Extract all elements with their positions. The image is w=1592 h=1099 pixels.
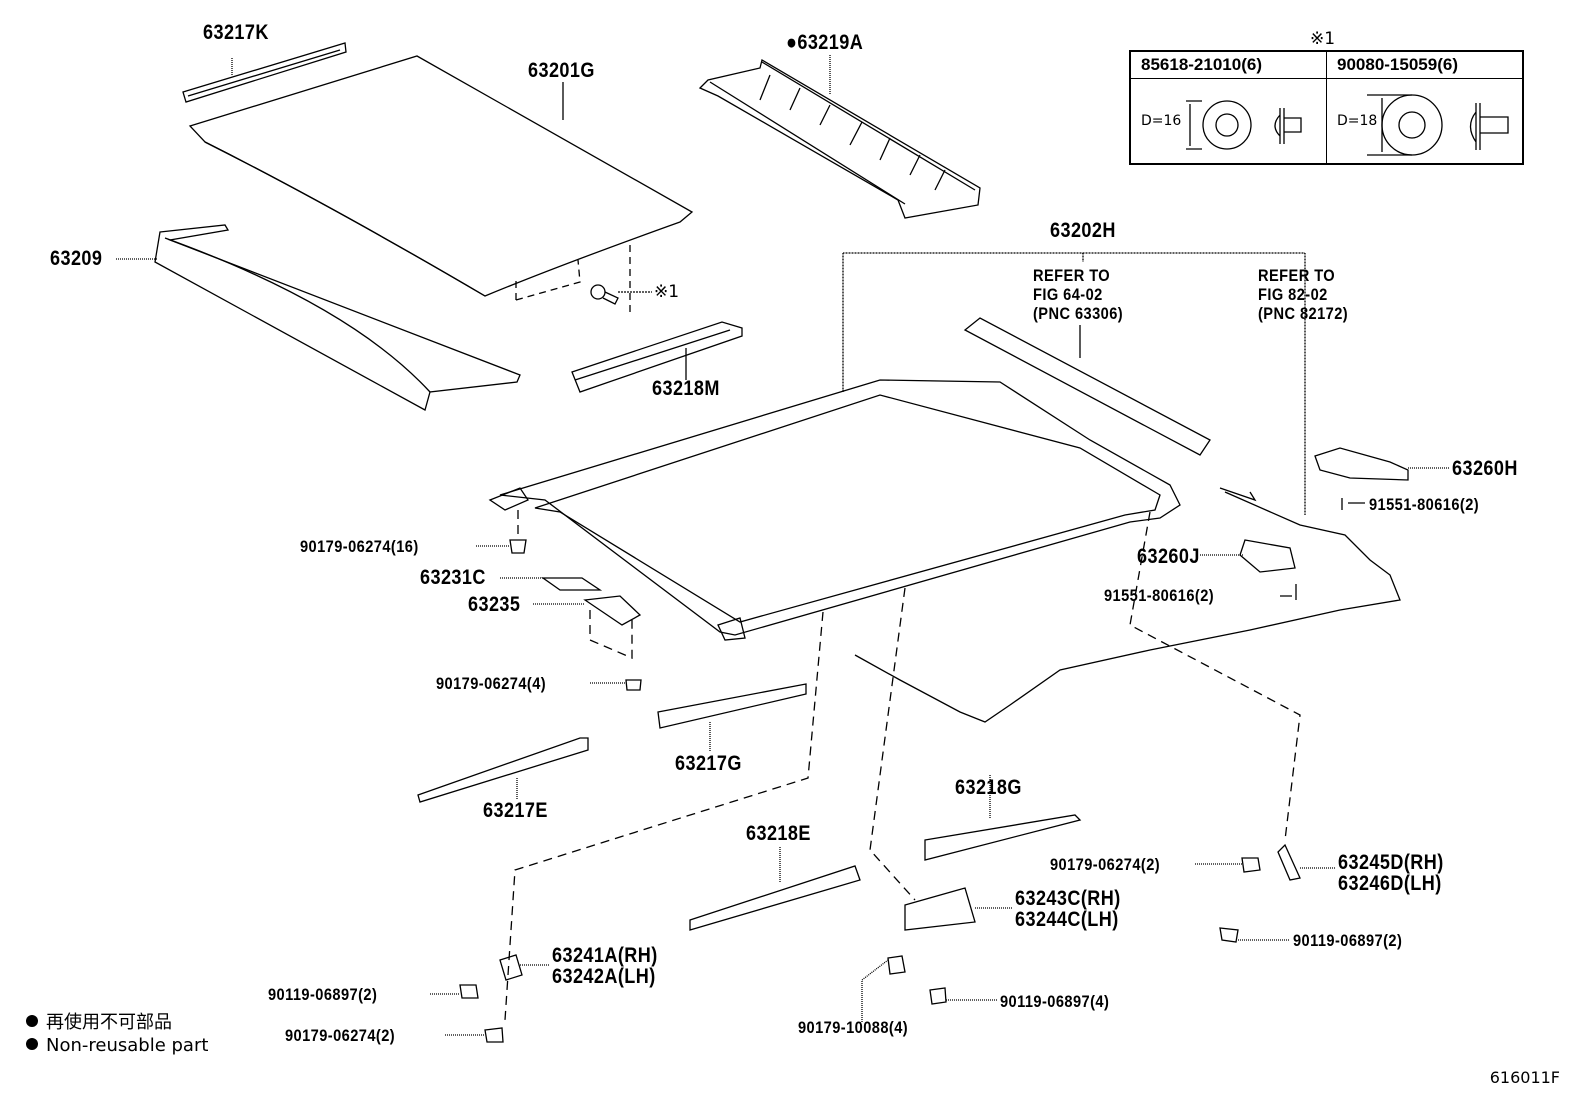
part-63260J-drawing — [1200, 539, 1297, 600]
part-label-63243C-63244C[interactable]: 63243C(RH) 63244C(LH) — [1015, 888, 1121, 930]
table-footnote-marker: ※1 — [1310, 29, 1336, 49]
part-label-63235[interactable]: 63235 — [468, 593, 521, 616]
part-63219A-drawing — [698, 58, 981, 219]
drain-cable-drawing — [854, 487, 1401, 723]
reference-line: (PNC 82172) — [1258, 304, 1349, 323]
part-63218E-drawing — [689, 865, 861, 931]
part-label-63218G[interactable]: 63218G — [955, 776, 1022, 799]
fastener-reference-table: 85618-21010(6) 90080-15059(6) D=16 D=18 — [1129, 50, 1524, 165]
part-number-rh: 63245D(RH) — [1338, 851, 1444, 874]
reference-note-fig-64-02[interactable]: REFER TO FIG 64-02 (PNC 63306) — [1033, 266, 1123, 323]
part-label-91551-80616-upper[interactable]: 91551-80616(2) — [1369, 495, 1480, 514]
part-label-63218E[interactable]: 63218E — [746, 822, 811, 845]
clip-85618-drawing — [590, 284, 619, 305]
part-label-90179-06274-4[interactable]: 90179-06274(4) — [436, 674, 547, 693]
reference-line: (PNC 63306) — [1033, 304, 1124, 323]
legend-text: 再使用不可部品 — [46, 1012, 172, 1033]
table-cell-washer-2: D=18 — [1326, 78, 1524, 165]
legend: 再使用不可部品 Non-reusable part — [26, 1011, 208, 1057]
part-label-63245D-63246D[interactable]: 63245D(RH) 63246D(LH) — [1338, 852, 1444, 894]
part-63217K-drawing — [182, 42, 347, 103]
non-reusable-icon — [26, 1038, 38, 1050]
legend-item-en: Non-reusable part — [26, 1034, 208, 1057]
footnote-marker-1: ※1 — [654, 282, 680, 302]
part-number-lh: 63244C(LH) — [1015, 908, 1119, 931]
table-header-part-2[interactable]: 90080-15059(6) — [1326, 50, 1524, 79]
table-header-part-1[interactable]: 85618-21010(6) — [1129, 50, 1327, 79]
assembly-leaders — [504, 510, 1301, 1021]
part-label-63231C[interactable]: 63231C — [420, 566, 486, 589]
reference-line: FIG 82-02 — [1258, 285, 1328, 304]
part-63260H-drawing — [1314, 447, 1450, 510]
clip-drawings — [459, 539, 1301, 1043]
part-label-63217G[interactable]: 63217G — [675, 752, 742, 775]
part-label-90179-06274-2-right[interactable]: 90179-06274(2) — [1050, 855, 1161, 874]
reference-note-fig-82-02[interactable]: REFER TO FIG 82-02 (PNC 82172) — [1258, 266, 1348, 323]
solid-leaders — [430, 545, 1336, 1036]
part-63201G-roof-panel — [188, 55, 694, 297]
part-label-63241A-63242A[interactable]: 63241A(RH) 63242A(LH) — [552, 945, 658, 987]
part-label-63260J[interactable]: 63260J — [1137, 545, 1200, 568]
roof-fastener-leaders — [515, 245, 631, 315]
part-label-90179-06274-2-left[interactable]: 90179-06274(2) — [285, 1026, 396, 1045]
non-reusable-icon — [26, 1015, 38, 1027]
part-label-90179-10088-4[interactable]: 90179-10088(4) — [798, 1018, 909, 1037]
dimension-label: D=16 — [1141, 113, 1182, 129]
legend-text: Non-reusable part — [46, 1035, 209, 1056]
part-number-lh: 63242A(LH) — [552, 965, 656, 988]
part-label-63219A[interactable]: ●63219A — [786, 32, 863, 53]
part-63218M-drawing — [571, 321, 743, 393]
part-number-text: 63219A — [797, 31, 864, 54]
part-label-63209[interactable]: 63209 — [50, 247, 103, 270]
part-label-90119-06897-4[interactable]: 90119-06897(4) — [1000, 992, 1110, 1011]
reference-line: REFER TO — [1258, 266, 1336, 285]
part-label-63217K[interactable]: 63217K — [203, 21, 269, 44]
part-63217E-drawing — [417, 737, 589, 803]
non-reusable-icon: ● — [786, 31, 798, 54]
part-label-91551-80616-lower[interactable]: 91551-80616(2) — [1104, 586, 1215, 605]
part-label-90119-06897-2-left[interactable]: 90119-06897(2) — [268, 985, 378, 1004]
reference-line: FIG 64-02 — [1033, 285, 1103, 304]
part-label-63260H[interactable]: 63260H — [1452, 457, 1518, 480]
dimension-label: D=18 — [1337, 113, 1378, 129]
figure-id: 616011F — [1489, 1068, 1560, 1087]
sunshade-roll-drawing — [963, 317, 1211, 456]
part-number-rh: 63243C(RH) — [1015, 887, 1121, 910]
part-label-63202H[interactable]: 63202H — [1050, 219, 1116, 242]
table-cell-washer-1: D=16 — [1129, 78, 1327, 165]
sunroof-frame-drawing — [488, 379, 1181, 641]
part-63218G-drawing — [924, 814, 1082, 861]
part-63217G-drawing — [657, 683, 807, 729]
part-number-rh: 63241A(RH) — [552, 944, 658, 967]
part-number-lh: 63246D(LH) — [1338, 872, 1442, 895]
bracket-63202H — [842, 252, 1306, 515]
part-63209-drawing — [154, 224, 521, 411]
part-label-63217E[interactable]: 63217E — [483, 799, 548, 822]
part-label-90119-06897-2-right[interactable]: 90119-06897(2) — [1293, 931, 1403, 950]
legend-item-jp: 再使用不可部品 — [26, 1011, 208, 1034]
part-label-63201G[interactable]: 63201G — [528, 59, 595, 82]
part-label-63218M[interactable]: 63218M — [652, 377, 720, 400]
part-label-90179-06274-16[interactable]: 90179-06274(16) — [300, 537, 419, 556]
reference-line: REFER TO — [1033, 266, 1111, 285]
